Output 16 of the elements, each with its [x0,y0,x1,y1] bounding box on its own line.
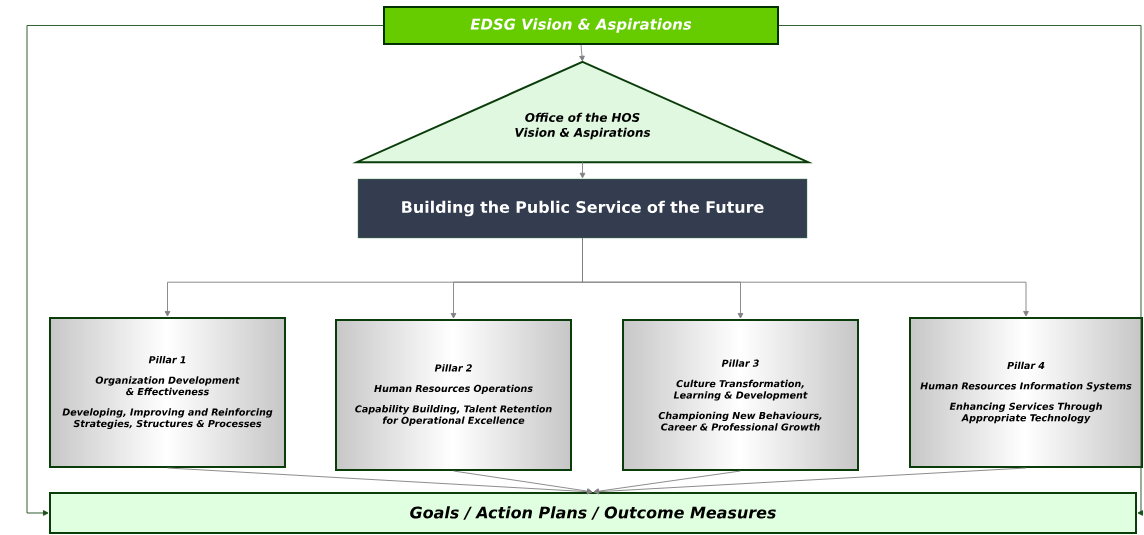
pillar-box: Pillar 2 Human Resources Operations Capability Building, Talent Retention for Operational Excellence [335,319,572,471]
arrow [453,470,593,494]
pillar-box: Pillar 1 Organization Development & Effectiveness Developing, Improving and Reinforcing Strategies, Structures & Processes [49,317,286,468]
arrow [579,44,585,62]
arrow [26,25,384,516]
arrow [593,467,1027,495]
arrow [593,470,741,494]
pillar-box: Pillar 4 Human Resources Information Systems Enhancing Services Through Appropriate Technology [909,317,1143,468]
title-box: Building the Public Service of the Future [357,178,808,239]
arrow [778,25,1144,516]
arrow [582,237,1029,317]
arrow [167,467,593,495]
goals-box: Goals / Action Plans / Outcome Measures [49,492,1137,534]
arrow [579,161,586,179]
pillar-box: Pillar 3 Culture Transformation, Learning & Development Championing New Behaviours, Career & Professional Growth [622,319,859,471]
heading-box: EDSG Vision & Aspirations [383,6,779,45]
